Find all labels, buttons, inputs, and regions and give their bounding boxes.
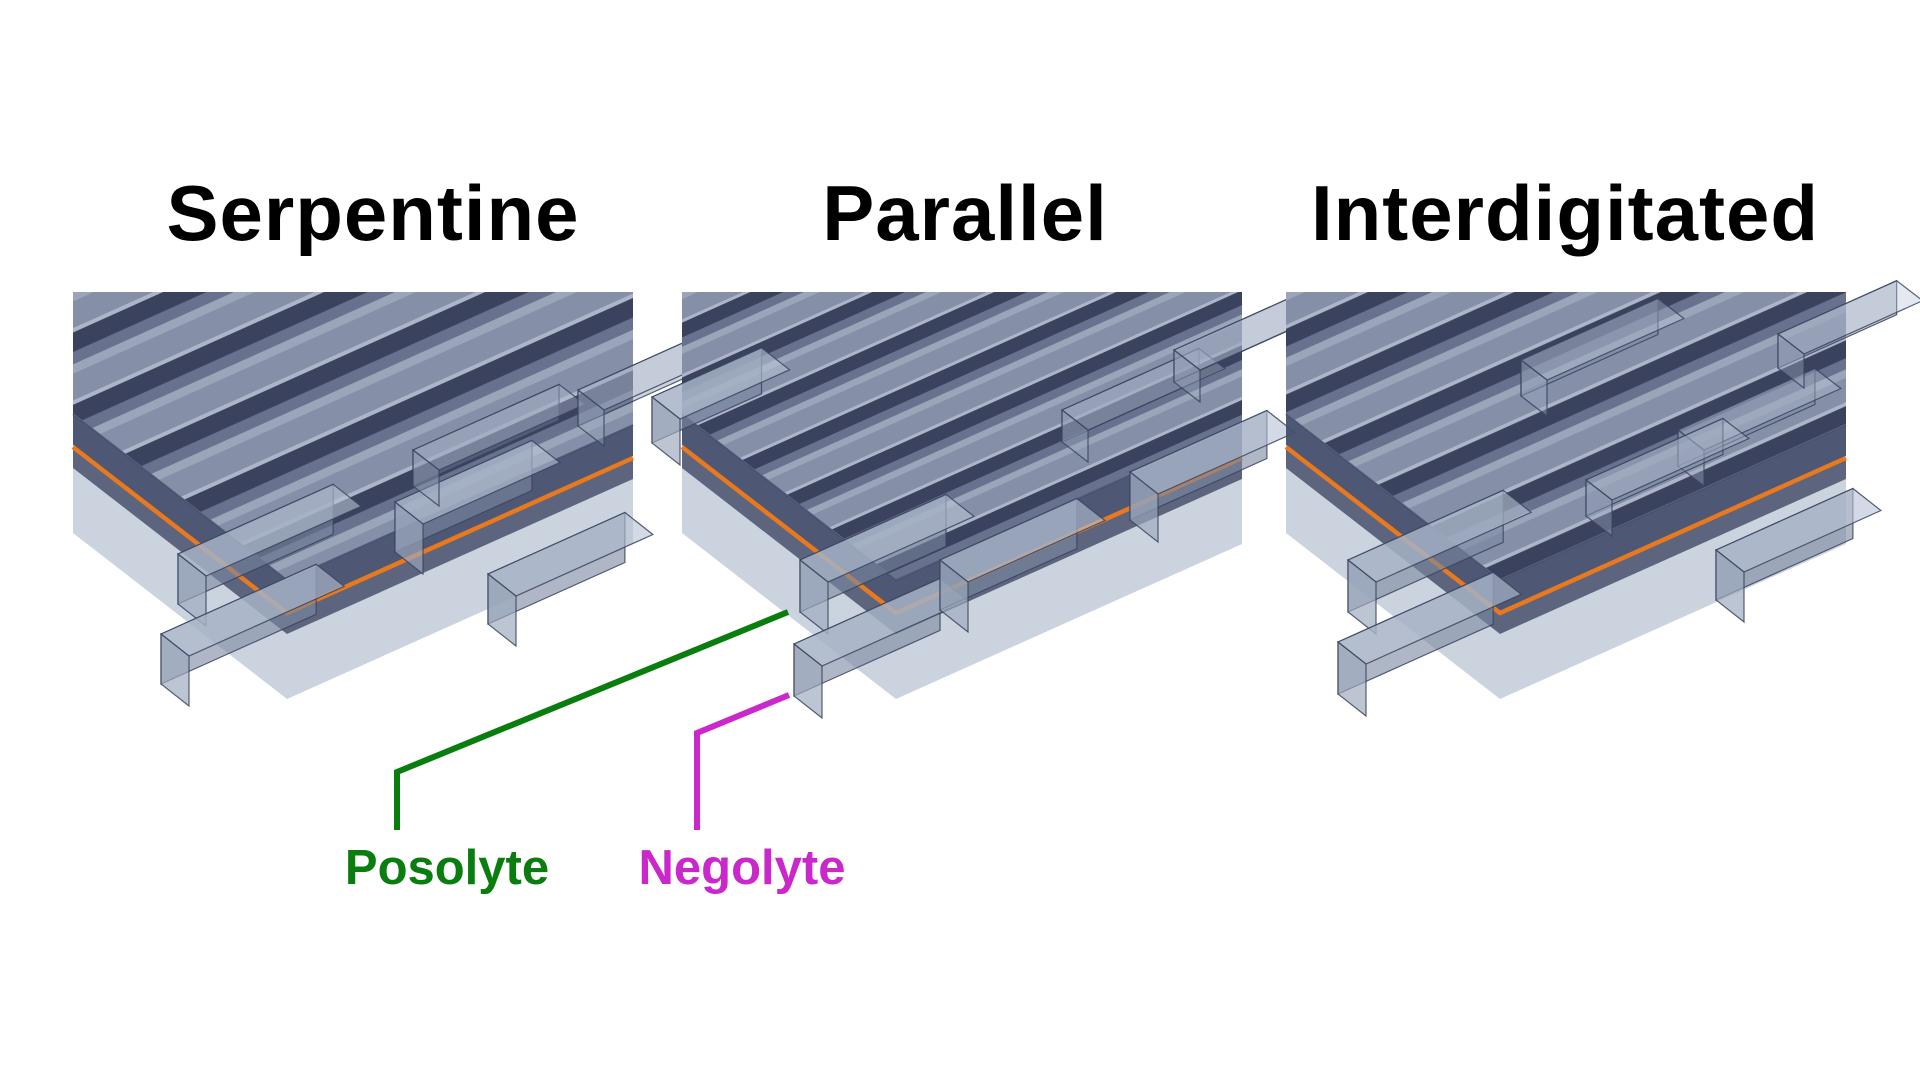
electrode-band-top	[73, 414, 633, 611]
electrode-band-bottom	[73, 449, 633, 634]
flow-channel-stub	[1714, 487, 1883, 624]
channel-end-box	[1584, 417, 1751, 538]
flow-channel-stub	[1336, 571, 1523, 718]
channel-end-box	[1776, 279, 1920, 390]
panel-title-interdigitated: Interdigitated	[1310, 169, 1820, 257]
membrane-line	[1284, 445, 1847, 616]
flow-channel-stub	[1128, 409, 1297, 544]
channel-end-box	[1172, 295, 1320, 404]
channel-end-box	[1676, 367, 1843, 488]
negolyte-label: Negolyte	[638, 841, 846, 895]
flow-channel-stub	[938, 497, 1107, 634]
panel-title-serpentine: Serpentine	[166, 169, 580, 257]
channel-end-box	[411, 383, 587, 508]
channel-end-box	[1519, 297, 1686, 418]
channel-stripes	[73, 292, 633, 580]
flow-channel-stub	[650, 346, 791, 467]
panel-interdigitated-diagram	[1284, 279, 1920, 718]
panel-parallel-diagram	[650, 292, 1320, 720]
panel-serpentine-diagram	[71, 292, 743, 708]
channel-end-box	[1060, 347, 1227, 464]
flow-channel-stub	[159, 563, 346, 708]
flow-channel-stub	[1346, 489, 1533, 636]
posolyte-label: Posolyte	[344, 841, 550, 895]
electrode-band-top	[1286, 414, 1846, 611]
panel-title-parallel: Parallel	[822, 169, 1108, 257]
channel-stripes	[1286, 292, 1846, 580]
channel-stripes	[682, 292, 1242, 580]
flow-channel-stub	[798, 493, 976, 636]
